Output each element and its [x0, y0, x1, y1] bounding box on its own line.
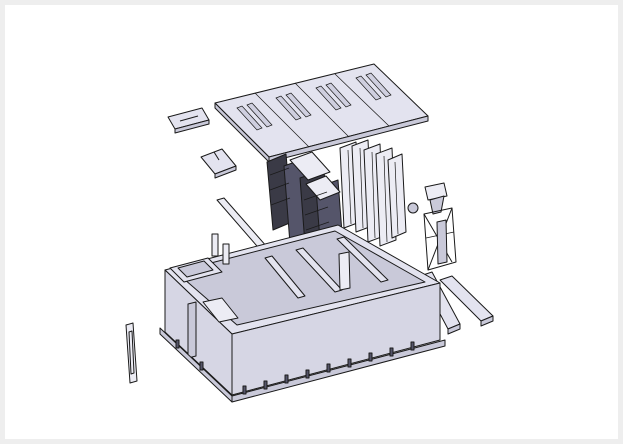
plate-racks: [339, 139, 419, 247]
main-tank: [159, 224, 446, 403]
small-handle-plate-2: [200, 148, 237, 179]
side-gasket-frame: [125, 322, 138, 384]
cover-panels: [214, 63, 429, 163]
cad-drawing: [125, 63, 494, 403]
small-handle-plate-1: [167, 107, 210, 134]
figure-frame: [5, 5, 618, 439]
